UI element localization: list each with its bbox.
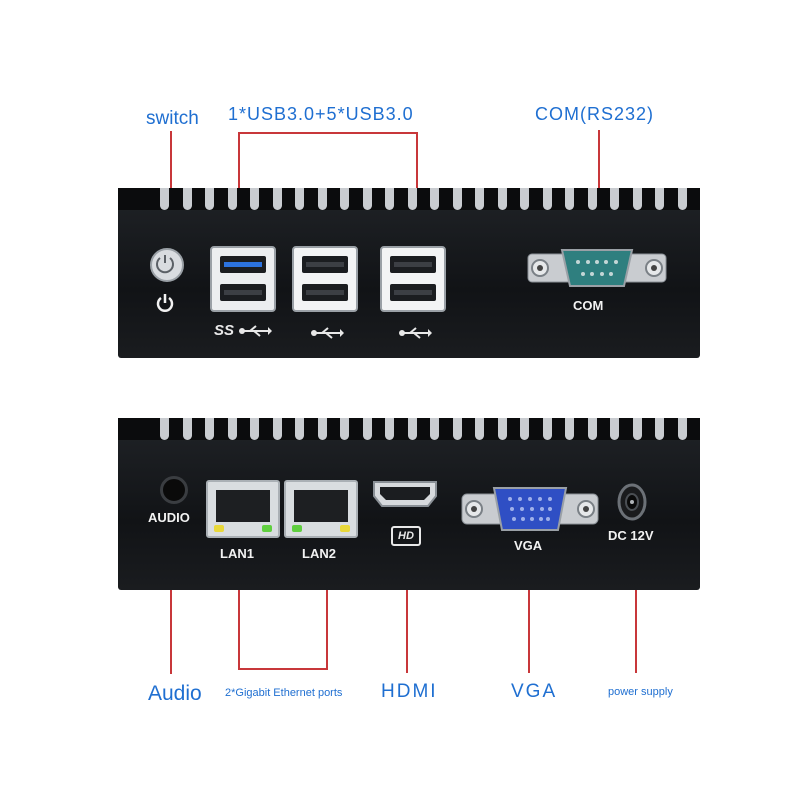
heatsink-fin: [340, 418, 349, 440]
heatsink-fin: [632, 188, 642, 210]
hd-logo: HD: [391, 526, 421, 546]
heatsink-fin: [205, 418, 214, 440]
heatsink-fin: [227, 418, 237, 440]
heatsink-fin: [362, 188, 372, 210]
usb-icon: [399, 327, 432, 339]
vga-leader: [528, 567, 530, 673]
heatsink-fin: [497, 188, 507, 210]
heatsink-fin: [182, 418, 192, 440]
lan1-label: LAN1: [220, 546, 254, 561]
usb-port-stack[interactable]: [292, 246, 358, 312]
heatsink-fin: [565, 188, 574, 210]
heatsink-fin: [407, 418, 417, 440]
usb-icon: [239, 325, 273, 337]
audio-annotation: Audio: [148, 682, 202, 705]
heatsink-fin: [272, 418, 282, 440]
hdmi-leader: [406, 565, 408, 673]
switch-leader: [170, 131, 172, 241]
heatsink-fin: [160, 418, 169, 440]
heatsink-fin: [520, 188, 529, 210]
lan2-port[interactable]: [284, 480, 358, 538]
heatsink-fin: [587, 188, 597, 210]
heatsink-fin: [182, 188, 192, 210]
com-annotation: COM(RS232): [535, 104, 655, 124]
heatsink-fin: [520, 418, 529, 440]
heatsink-fin: [317, 418, 327, 440]
heatsink-fin: [632, 418, 642, 440]
power-leader: [635, 565, 637, 673]
lan-bracket-left: [238, 585, 240, 670]
switch-annotation: switch: [146, 108, 199, 129]
usb-bracket-right: [416, 132, 418, 232]
hdmi-annotation: HDMI: [381, 681, 438, 702]
usb-port-stack[interactable]: [380, 246, 446, 312]
heatsink-fin: [385, 418, 394, 440]
heatsink-fin: [475, 188, 484, 210]
power-icon: [156, 255, 174, 274]
heatsink-fin: [385, 188, 394, 210]
heatsink-fin: [272, 188, 282, 210]
heatsink-fin: [160, 188, 169, 210]
heatsink-fin: [205, 188, 214, 210]
dc-power-jack[interactable]: [616, 482, 648, 522]
usb-bracket-top: [238, 132, 418, 134]
heatsink-fin: [677, 418, 687, 440]
heatsink-fin: [655, 188, 664, 210]
heatsink-fin: [250, 418, 259, 440]
com-serial-port[interactable]: [526, 246, 668, 290]
heatsink-fin: [610, 418, 619, 440]
superspeed-usb-logo: SS: [214, 322, 273, 339]
vga-label: VGA: [514, 538, 543, 553]
lan1-port[interactable]: [206, 480, 280, 538]
heatsink-fin: [340, 188, 349, 210]
heatsink-fin: [452, 418, 462, 440]
heatsink-fin: [497, 418, 507, 440]
power-button[interactable]: [150, 248, 184, 282]
heatsink-fin: [677, 188, 687, 210]
heatsink-fin: [565, 418, 574, 440]
heatsink-fin: [317, 188, 327, 210]
heatsink-fin: [430, 188, 439, 210]
heatsink-fin: [250, 188, 259, 210]
usb3-port-stack[interactable]: [210, 246, 276, 312]
rear-panel: AUDIO LAN1 LAN2 HD VGA D: [118, 418, 700, 590]
heatsink-fin: [295, 418, 304, 440]
heatsink-fin: [295, 188, 304, 210]
heatsink-fin: [407, 188, 417, 210]
heatsink-fin: [362, 418, 372, 440]
lan2-label: LAN2: [302, 546, 336, 561]
lan-bracket-bottom: [238, 668, 328, 670]
heatsink-fin: [542, 188, 552, 210]
com-leader: [598, 130, 600, 242]
usb-bracket-left: [238, 132, 240, 232]
dc-label: DC 12V: [608, 528, 654, 543]
hdmi-port[interactable]: [372, 480, 438, 508]
lan-bracket-right: [326, 585, 328, 670]
vga-port[interactable]: [460, 484, 600, 534]
usb-annotation: 1*USB3.0+5*USB3.0: [228, 104, 414, 124]
front-panel: SS: [118, 188, 700, 358]
power-annotation: power supply: [608, 686, 673, 698]
usb-icon: [311, 327, 344, 339]
heatsink-fin: [587, 418, 597, 440]
heatsink-fin: [542, 418, 552, 440]
heatsink-fin: [452, 188, 462, 210]
power-symbol-icon: [156, 294, 174, 312]
audio-label: AUDIO: [148, 510, 190, 525]
audio-leader: [170, 528, 172, 674]
heatsink-fin: [227, 188, 237, 210]
heatsink-fin: [430, 418, 439, 440]
heatsink-fin: [610, 188, 619, 210]
heatsink-fin: [655, 418, 664, 440]
vga-annotation: VGA: [511, 681, 558, 702]
heatsink-fin: [475, 418, 484, 440]
audio-jack[interactable]: [160, 476, 188, 504]
lan-annotation: 2*Gigabit Ethernet ports: [225, 687, 343, 699]
com-label: COM: [573, 298, 604, 313]
